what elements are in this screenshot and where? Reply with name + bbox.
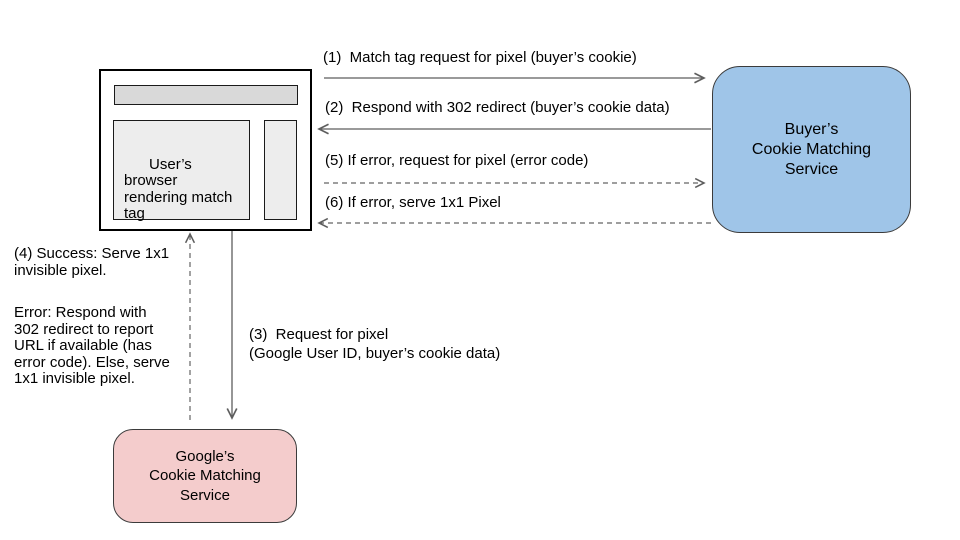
label-step3: (3) Request for pixel (Google User ID, b… — [249, 326, 501, 362]
browser-label: User’s browser rendering match tag — [124, 155, 233, 222]
google-service-box: Google’s Cookie Matching Service — [113, 429, 297, 523]
label-step6: (6) If error, serve 1x1 Pixel — [325, 194, 501, 211]
label-step4-success: (4) Success: Serve 1x1 invisible pixel. — [14, 245, 170, 279]
browser-content-pane: User’s browser rendering match tag — [113, 120, 250, 222]
browser-titlebar — [114, 85, 298, 105]
label-step1: (1) Match tag request for pixel (buyer’s… — [323, 49, 637, 66]
browser-scrollbar-pane — [264, 120, 297, 220]
buyer-service-box: Buyer’s Cookie Matching Service — [712, 66, 911, 233]
buyer-service-label: Buyer’s Cookie Matching Service — [751, 120, 872, 178]
google-service-label: Google’s Cookie Matching Service — [149, 447, 261, 504]
label-step4-error: Error: Respond with 302 redirect to repo… — [14, 304, 170, 387]
label-step2: (2) Respond with 302 redirect (buyer’s c… — [325, 99, 670, 116]
label-step5: (5) If error, request for pixel (error c… — [325, 152, 589, 169]
user-browser-window: User’s browser rendering match tag — [99, 69, 312, 231]
